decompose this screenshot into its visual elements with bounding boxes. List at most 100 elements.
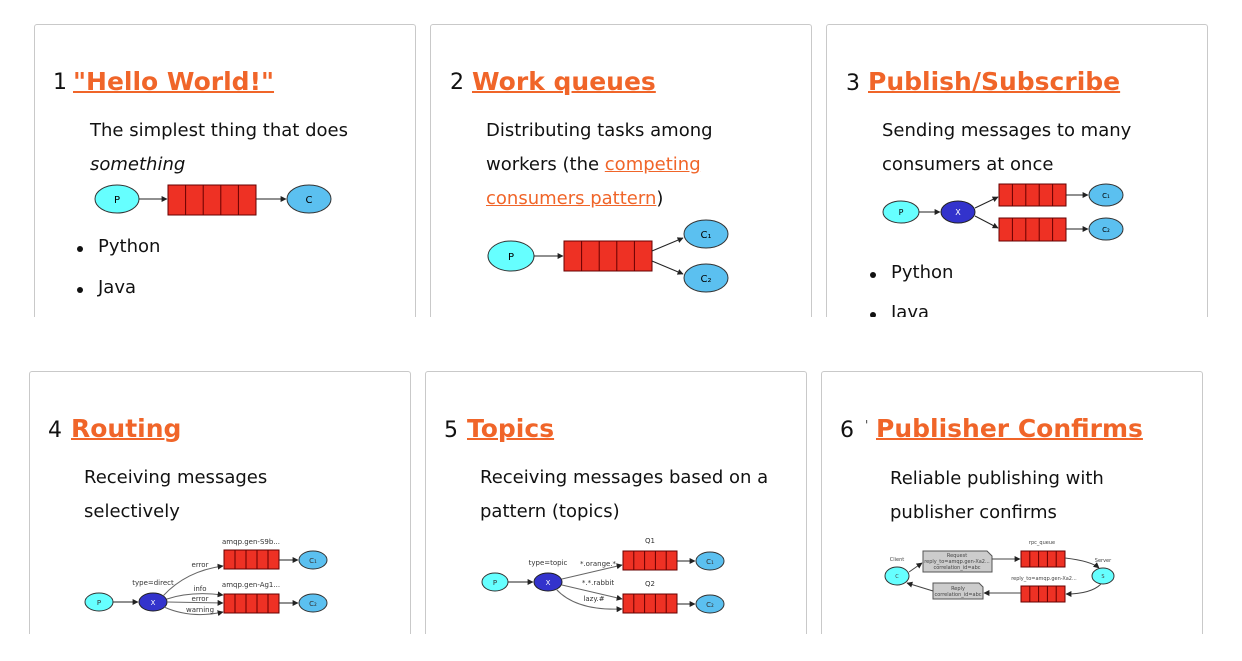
request-label: reply_to=amqp.gen-Xa2... xyxy=(924,559,990,565)
arrow xyxy=(1065,583,1102,597)
server-node xyxy=(1091,567,1115,585)
producer-label: P xyxy=(493,579,497,587)
consumer-node xyxy=(695,551,725,571)
request-label: correlation_id=abc xyxy=(933,565,980,571)
work-queues-diagram: P C₁ C₂ xyxy=(487,219,729,293)
exchange-type-label: type=topic xyxy=(529,559,568,567)
queue xyxy=(167,184,257,216)
reply-box xyxy=(932,582,984,600)
consumer-node xyxy=(298,593,328,613)
consumer-node xyxy=(1088,183,1124,207)
queue xyxy=(223,593,280,614)
tutorial-number: 2 xyxy=(450,70,464,95)
binding-arrow xyxy=(561,563,623,580)
topics-diagram: P X type=topic *.orange.* *.*.rabbit laz… xyxy=(481,537,725,614)
tutorial-title-link[interactable]: Publish/Subscribe xyxy=(868,67,1121,96)
server-node-label: S xyxy=(1101,574,1104,580)
binding-arrow xyxy=(561,584,623,601)
competing-consumers-link[interactable]: competing consumers pattern xyxy=(486,154,701,209)
server-label: Server xyxy=(1095,558,1112,564)
tutorial-description: Reliable publishing with publisher confi… xyxy=(890,468,1104,523)
link-java[interactable]: Java xyxy=(869,302,929,317)
queue-label: amqp.gen-Ag1... xyxy=(222,581,280,589)
exchange-node xyxy=(533,572,563,592)
arrow xyxy=(651,260,684,275)
binding-arrow xyxy=(555,588,623,613)
binding-arrow xyxy=(162,563,224,597)
tutorial-number: 5 xyxy=(444,418,458,443)
consumer-label: C₂ xyxy=(706,601,714,609)
tutorial-card-routing: 4 Routing Receiving messages selectively… xyxy=(29,371,411,634)
binding-label: warning xyxy=(186,606,214,614)
arrow xyxy=(974,196,999,209)
tutorial-title-link[interactable]: "Hello World!" xyxy=(73,67,275,96)
consumer-node xyxy=(683,219,729,249)
queue xyxy=(1020,585,1066,603)
binding-arrow xyxy=(166,591,224,600)
tutorial-card-topics: 5 Topics Receiving messages based on a p… xyxy=(425,371,807,634)
tutorial-title-link[interactable]: Routing xyxy=(71,414,182,443)
queue-label: reply_to=amqp.gen-Xa2... xyxy=(1011,576,1077,582)
binding-label: *.*.rabbit xyxy=(582,579,614,587)
queue-label: Q1 xyxy=(645,537,655,545)
tutorial-description: Sending messages to many consumers at on… xyxy=(882,120,1132,175)
link-python[interactable]: Python xyxy=(869,262,954,283)
queue-label: amqp.gen-S9b... xyxy=(222,538,280,546)
tutorial-number: 6 xyxy=(840,418,854,443)
description-emphasis: something xyxy=(90,154,186,175)
tutorial-title-link[interactable]: Work queues xyxy=(472,67,656,96)
exchange-label: X xyxy=(955,208,961,217)
exchange-label: X xyxy=(151,599,156,607)
tutorial-number-mark: ' xyxy=(865,418,869,432)
arrow xyxy=(1064,557,1100,569)
consumer-label: C₁ xyxy=(706,558,714,566)
exchange-label: X xyxy=(546,579,551,587)
consumer-node xyxy=(695,594,725,614)
tutorial-number: 1 xyxy=(53,70,67,95)
queue xyxy=(1020,550,1066,568)
consumer-label: C₂ xyxy=(309,600,317,608)
queue-label: Q2 xyxy=(645,580,655,588)
tutorial-card-publish-subscribe: 3 Publish/Subscribe Sending messages to … xyxy=(826,24,1208,317)
queue xyxy=(998,217,1067,242)
tutorial-description: Receiving messages selectively xyxy=(84,467,268,522)
consumer-node xyxy=(298,550,328,570)
binding-arrow xyxy=(163,606,224,617)
tutorial-card-hello-world: 1 "Hello World!" The simplest thing that… xyxy=(34,24,416,317)
arrow xyxy=(906,581,934,592)
link-java[interactable]: Java xyxy=(76,277,137,298)
consumer-label: C₁ xyxy=(309,557,317,565)
publish-subscribe-diagram: P X C₁ C₂ xyxy=(882,183,1124,242)
producer-label: P xyxy=(97,599,101,607)
tutorial-title-link[interactable]: Topics xyxy=(467,414,555,443)
description-text: The simplest thing that does xyxy=(90,120,348,141)
consumer-node xyxy=(1088,217,1124,241)
queue xyxy=(563,240,653,272)
arrow xyxy=(651,237,684,252)
consumer-label: C₂ xyxy=(701,274,712,285)
producer-label: P xyxy=(508,252,514,263)
request-box xyxy=(922,550,993,573)
description-text: Distributing tasks among workers (the xyxy=(486,120,713,175)
exchange-node xyxy=(940,200,976,224)
consumer-label: C₂ xyxy=(1102,226,1110,234)
queue xyxy=(223,549,280,570)
client-node xyxy=(884,566,910,586)
producer-label: P xyxy=(899,208,904,217)
binding-label: error xyxy=(192,561,209,569)
link-python[interactable]: Python xyxy=(76,236,161,257)
exchange-type-label: type=direct xyxy=(132,579,174,587)
client-node-label: C xyxy=(895,574,899,580)
description-text: ) xyxy=(656,188,664,209)
reply-label: correlation_id=abc xyxy=(934,592,981,598)
tutorial-number: 3 xyxy=(846,71,860,96)
consumer-node xyxy=(286,184,332,214)
publisher-confirms-diagram: Client C Request reply_to=amqp.gen-Xa2..… xyxy=(884,540,1115,603)
reply-label: Reply xyxy=(951,586,965,592)
tutorial-description: Receiving messages based on a pattern (t… xyxy=(480,467,769,522)
tutorial-description: Distributing tasks among workers (the co… xyxy=(486,114,736,216)
hello-world-diagram: P C xyxy=(94,184,332,216)
queue xyxy=(622,550,678,571)
binding-label: error xyxy=(192,595,209,603)
tutorial-title-link[interactable]: Publisher Confirms xyxy=(876,414,1143,443)
